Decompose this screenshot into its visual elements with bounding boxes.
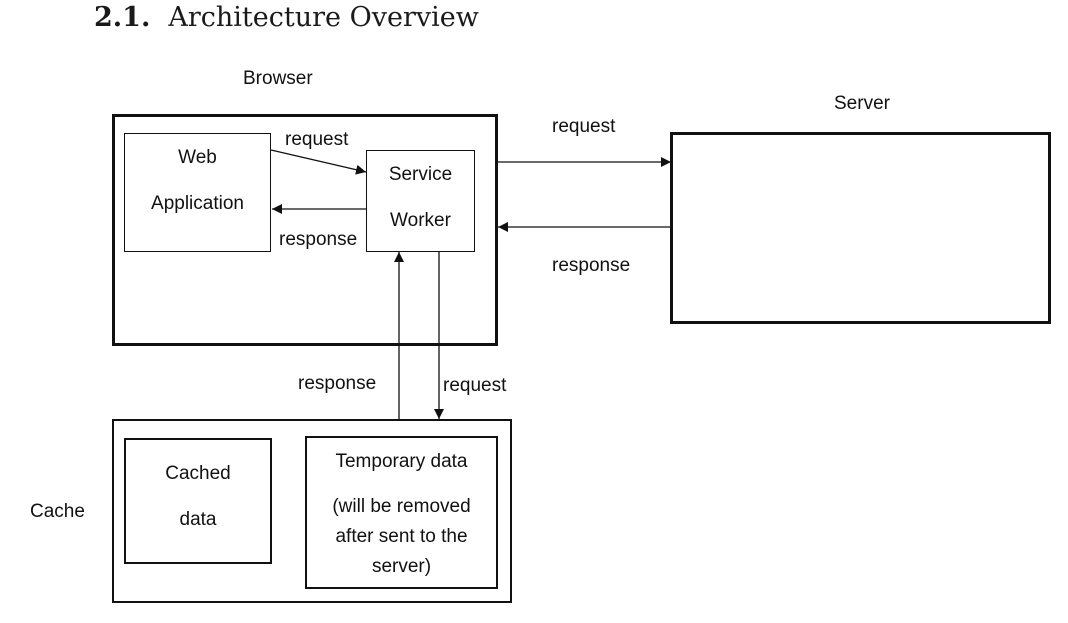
cached-data-line2: data — [179, 509, 217, 530]
temporary-data-line4: server) — [371, 556, 432, 577]
service-worker-line2: Worker — [390, 210, 451, 231]
service-worker-box: Service Worker — [366, 150, 475, 252]
browser-label: Browser — [243, 68, 313, 89]
label-cache-to-sw: response — [298, 373, 377, 394]
cache-label: Cache — [30, 501, 85, 522]
label-server-to-sw: response — [552, 255, 631, 276]
label-webapp-to-sw: request — [285, 129, 349, 150]
server-label: Server — [834, 93, 890, 114]
web-application-box: Web Application — [124, 133, 271, 252]
section-title: Architecture Overview — [168, 2, 479, 33]
temporary-data-line2: (will be removed — [332, 496, 471, 517]
section-number: 2.1. — [94, 2, 151, 33]
label-sw-to-webapp: response — [279, 229, 358, 250]
service-worker-line1: Service — [388, 164, 453, 185]
web-application-line1: Web — [178, 147, 217, 168]
temporary-data-line1: Temporary data — [335, 451, 468, 472]
section-heading: 2.1. Architecture Overview — [94, 2, 479, 33]
arrow-webapp-to-sw — [270, 149, 367, 175]
cached-data-line1: Cached — [165, 463, 231, 484]
label-sw-to-cache: request — [443, 375, 507, 396]
label-sw-to-server: request — [552, 116, 616, 137]
cached-data-box: Cached data — [124, 438, 272, 564]
temporary-data-line3: after sent to the — [335, 526, 468, 547]
server-box — [670, 132, 1051, 324]
web-application-line2: Application — [151, 193, 244, 214]
temporary-data-box: Temporary data (will be removed after se… — [305, 436, 498, 589]
